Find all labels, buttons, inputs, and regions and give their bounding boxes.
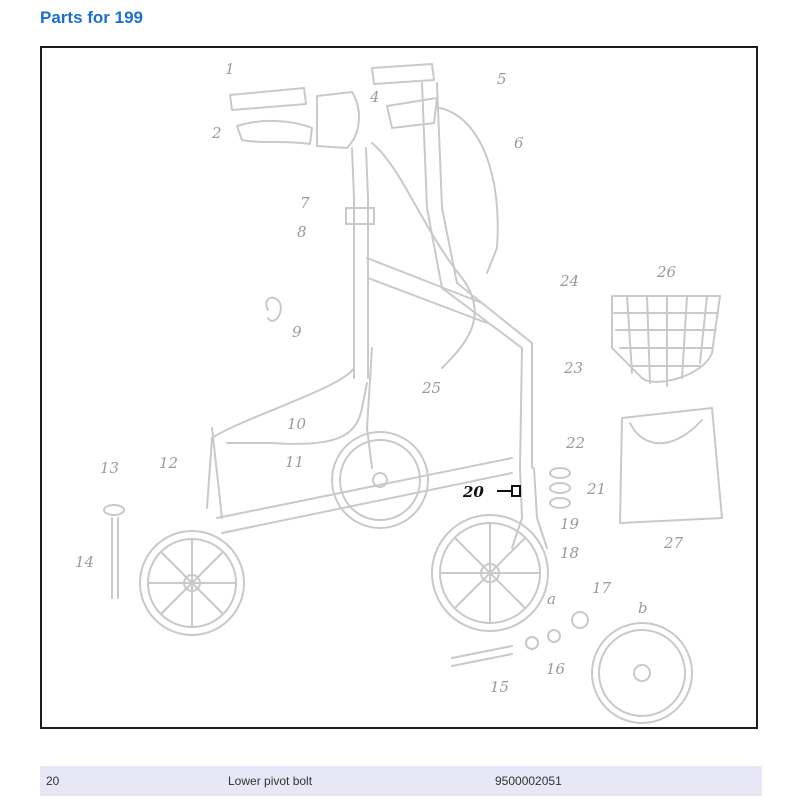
callout-label: 21 (586, 480, 606, 498)
callout-label: b (638, 599, 648, 617)
callout-label: 15 (490, 678, 509, 696)
left-brake-housing (316, 91, 360, 149)
callout-labels: 1 2 4 5 6 7 8 9 10 11 12 13 14 15 16 17 … (75, 60, 684, 696)
callout-label: 22 (565, 434, 585, 452)
callout-label: 12 (159, 454, 178, 472)
lower-frame-bar (216, 457, 513, 534)
callout-label: 2 (211, 124, 222, 142)
callout-label: 5 (497, 70, 507, 88)
callout-label: 10 (287, 415, 307, 433)
callout-label: 24 (559, 272, 579, 290)
left-handle-grip (229, 87, 307, 111)
callout-label: 23 (563, 359, 583, 377)
part-number: 20 (46, 774, 60, 788)
callout-label: 4 (369, 88, 380, 106)
callout-label: 19 (560, 515, 580, 533)
left-upright (351, 147, 369, 379)
basket (611, 295, 721, 383)
left-brake-lever (236, 119, 313, 145)
middle-rear-wheel (331, 431, 429, 529)
front-wheel (431, 514, 549, 632)
axle-bolt (451, 645, 513, 667)
callout-label: 18 (560, 544, 579, 562)
cross-brace (366, 257, 488, 324)
highlighted-callout-label: 20 (462, 483, 484, 501)
exploded-parts-diagram: 1 2 4 5 6 7 8 9 10 11 12 13 14 15 16 17 … (40, 46, 758, 729)
callout-label: 9 (292, 323, 302, 341)
callout-label: a (547, 590, 556, 608)
callout-label: 27 (663, 534, 684, 552)
right-handle-grip (371, 63, 435, 85)
callout-label: 16 (546, 660, 566, 678)
part-code: 9500002051 (495, 774, 562, 788)
middle-brace (366, 347, 373, 469)
callout-label: 8 (297, 223, 307, 241)
callout-label: 25 (421, 379, 441, 397)
callout-label: 6 (514, 134, 524, 152)
brake-cable (371, 142, 476, 369)
callout-label: 14 (75, 553, 94, 571)
callout-label: 26 (656, 263, 677, 281)
callout-label: 7 (300, 194, 310, 212)
lower-pivot-bolt-highlight (497, 485, 521, 497)
part-description: Lower pivot bolt (228, 774, 313, 788)
rollator-exploded-view: 1 2 4 5 6 7 8 9 10 11 12 13 14 15 16 17 … (75, 60, 723, 724)
spare-wheel (591, 622, 693, 724)
callout-label: 1 (225, 60, 235, 78)
shopping-bag (619, 407, 723, 524)
front-fork (511, 467, 548, 549)
right-brake-lever (386, 97, 438, 129)
callout-label: 13 (100, 459, 119, 477)
basket-hook (265, 296, 282, 322)
parts-table-row[interactable]: 20 Lower pivot bolt 9500002051 (40, 766, 762, 796)
callout-label: 17 (592, 579, 612, 597)
height-clamp (345, 207, 375, 225)
brake-cable-right (439, 107, 499, 274)
folding-bar (211, 382, 368, 519)
washer (549, 467, 571, 479)
left-rear-frame (206, 367, 355, 509)
left-rear-wheel (139, 530, 245, 636)
callout-label: 11 (285, 453, 304, 471)
page-title: Parts for 199 (40, 8, 143, 27)
